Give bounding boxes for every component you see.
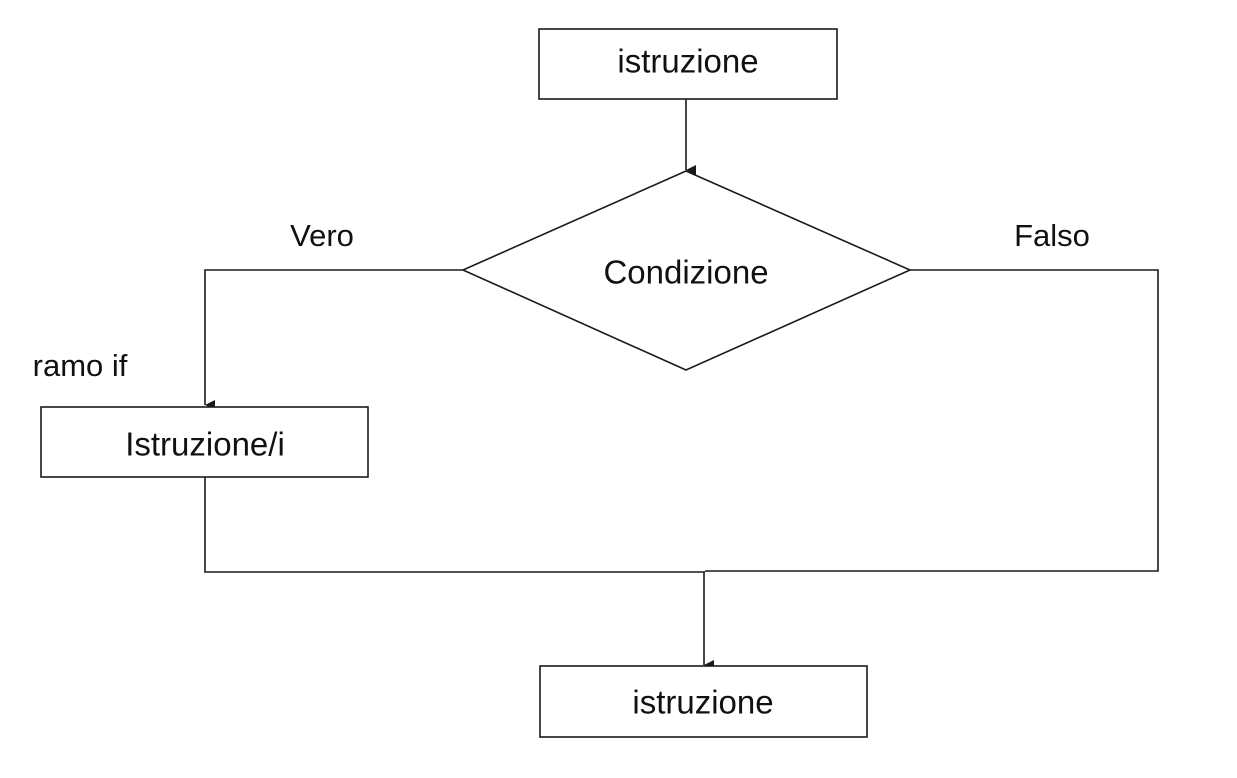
- arrow-true-branch: [204, 269, 463, 410]
- condition-node: Condizione: [461, 170, 912, 371]
- if-branch-node: Istruzione/i: [40, 406, 369, 478]
- condition-text: Condizione: [603, 254, 768, 291]
- bottom-statement-node: istruzione: [539, 665, 868, 738]
- top-statement-text: istruzione: [617, 43, 758, 80]
- top-statement-box: [538, 28, 838, 100]
- true-label: Vero: [290, 218, 354, 253]
- condition-diamond: [461, 170, 912, 371]
- arrow-false-branch: [705, 269, 1159, 572]
- false-label: Falso: [1014, 218, 1090, 253]
- bottom-statement-text: istruzione: [632, 684, 773, 721]
- if-branch-text: Istruzione/i: [125, 426, 285, 463]
- top-statement-node: istruzione: [538, 28, 838, 100]
- merge-line-if-branch: [204, 477, 705, 573]
- bottom-statement-box: [539, 665, 868, 738]
- if-branch-label: ramo if: [33, 348, 128, 383]
